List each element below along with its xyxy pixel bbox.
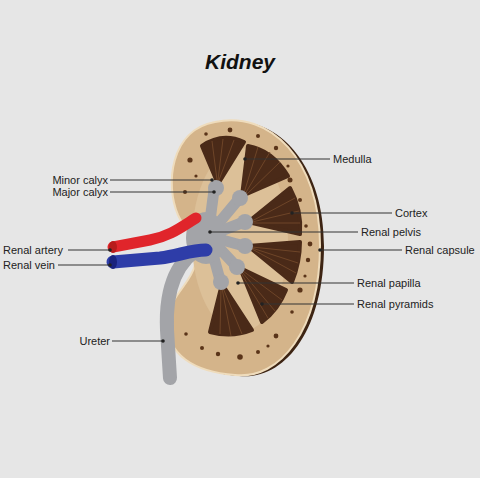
cortex-dot	[216, 352, 220, 356]
cortex-dot	[256, 350, 260, 354]
leader-line	[238, 283, 354, 284]
cortex-dot	[304, 224, 308, 228]
leader-line	[320, 250, 402, 251]
leader-dot	[243, 157, 247, 161]
cortex-dot	[303, 274, 306, 277]
leader-dot	[161, 339, 165, 343]
leader-line	[112, 341, 163, 342]
calyx-cup	[213, 274, 229, 290]
calyx-cup	[208, 180, 224, 196]
renal-vein-tube	[113, 250, 206, 262]
cortex-dot	[288, 178, 293, 183]
part-label: Medulla	[333, 153, 372, 166]
leader-line	[110, 180, 212, 181]
pyramid-stripe	[220, 288, 242, 336]
part-label: Cortex	[395, 207, 427, 220]
leader-dot	[208, 230, 212, 234]
cortex-dot	[256, 134, 260, 138]
leader-dot	[290, 211, 294, 215]
cortex-dot	[286, 164, 289, 167]
leader-line	[245, 159, 330, 160]
renal-pyramid	[242, 146, 288, 196]
part-label: Major calyx	[52, 186, 108, 199]
cortex-dot	[266, 344, 269, 347]
pyramid-stripe	[252, 198, 300, 223]
part-label: Renal capsule	[405, 244, 475, 257]
pyramid-stripe	[212, 139, 234, 180]
part-label: Renal pyramids	[357, 298, 433, 311]
diagram-title: Kidney	[205, 50, 275, 74]
cortex-dot	[274, 334, 279, 339]
leader-line	[262, 304, 354, 305]
cortex-dot	[308, 242, 313, 247]
renal-pyramid	[240, 268, 286, 322]
renal-pyramid	[202, 138, 244, 184]
part-label: Renal papilla	[357, 277, 421, 290]
renal-pyramid	[210, 284, 252, 335]
renal-artery-tube	[113, 218, 196, 247]
leader-lines	[58, 159, 402, 341]
cortex-dot	[297, 287, 302, 292]
renal-artery-end	[109, 241, 117, 253]
leader-line	[110, 192, 214, 193]
cortex-dot	[228, 128, 233, 133]
leader-line	[68, 250, 110, 251]
leader-line	[210, 232, 358, 233]
pyramid-stripe	[252, 247, 300, 273]
cortex-dot	[187, 157, 192, 162]
cortex-dot	[194, 174, 197, 177]
cortex-dot	[184, 332, 188, 336]
pyramid-stripe	[244, 147, 280, 195]
leader-dot	[210, 178, 214, 182]
leader-dot	[260, 302, 264, 306]
part-label: Ureter	[79, 335, 110, 348]
part-label: Renal pelvis	[361, 226, 421, 239]
leader-line	[58, 265, 110, 266]
calyx-cup	[232, 190, 248, 206]
pyramid-stripe	[241, 271, 282, 318]
cortex-dot	[306, 258, 310, 262]
leader-dot	[318, 248, 322, 252]
calyx-cup	[237, 238, 253, 254]
cortex-dot	[298, 198, 302, 202]
leader-dot	[108, 248, 112, 252]
cortex-dot	[290, 310, 294, 314]
leader-dots	[108, 157, 322, 343]
leader-dot	[108, 263, 112, 267]
leader-dot	[236, 281, 240, 285]
calyx-cup	[237, 214, 253, 230]
renal-pyramid	[248, 188, 300, 234]
part-label: Renal vein	[3, 259, 55, 272]
part-label: Minor calyx	[52, 174, 108, 187]
cortex-dot	[237, 354, 243, 360]
part-label: Renal artery	[3, 244, 63, 257]
calyx-cup	[229, 259, 245, 275]
ureter-tube	[167, 245, 205, 378]
cortex-dot	[204, 132, 208, 136]
renal-vein-end	[109, 255, 117, 269]
cortex-dot	[200, 346, 204, 350]
leader-dot	[212, 190, 216, 194]
leader-line	[292, 213, 392, 214]
cortex-dot	[274, 146, 278, 150]
